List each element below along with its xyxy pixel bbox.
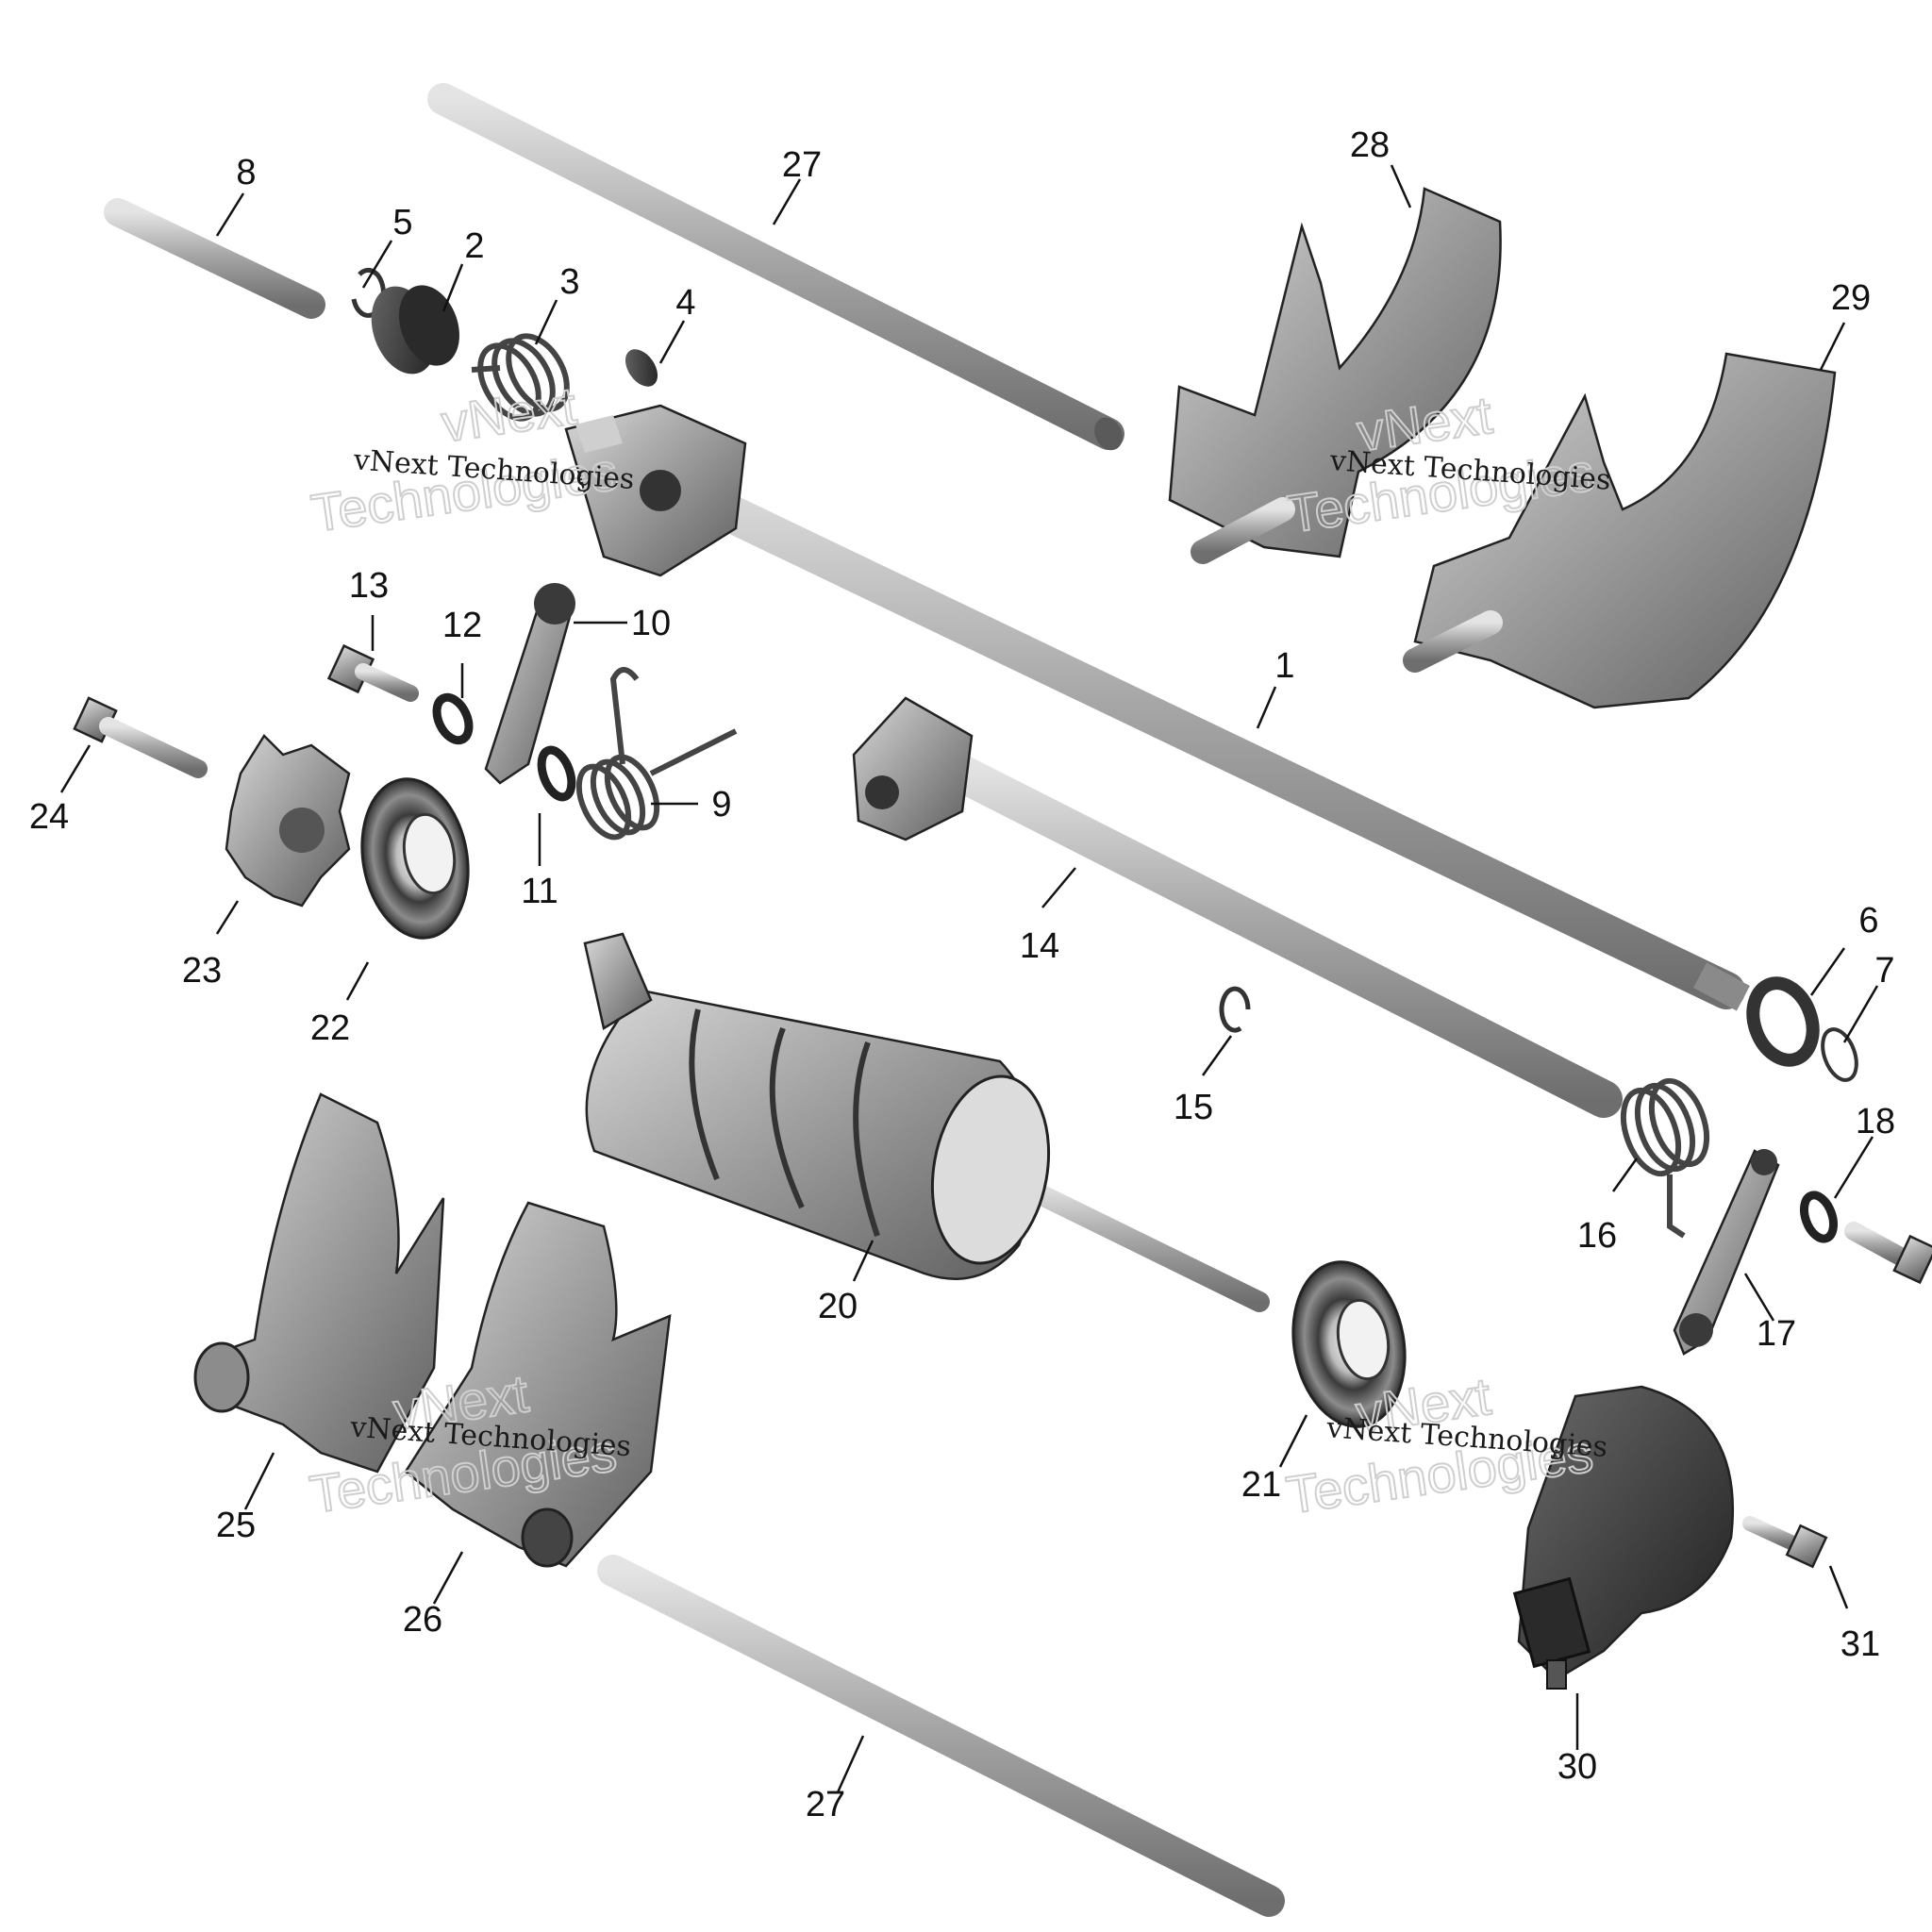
bearing-22	[360, 777, 470, 940]
callout-24: 24	[29, 797, 69, 837]
spring-16	[1620, 1077, 1710, 1239]
callout-29: 29	[1831, 278, 1871, 318]
callout-1: 1	[1274, 646, 1294, 686]
callout-labels: 1 2 3 4 5 6 7 8 9 10 11 12 13 14 15 16 1…	[29, 125, 1895, 1824]
callout-21: 21	[1241, 1465, 1281, 1505]
callout-15: 15	[1174, 1088, 1213, 1127]
callout-18: 18	[1856, 1102, 1895, 1141]
callout-8: 8	[236, 153, 256, 192]
callout-25: 25	[216, 1506, 256, 1545]
lever-10	[484, 583, 575, 785]
callout-30: 30	[1557, 1747, 1597, 1787]
bushing-2	[371, 285, 459, 375]
spring-3	[471, 333, 570, 422]
callout-10: 10	[631, 604, 671, 643]
svg-text:vNext: vNext	[438, 375, 580, 453]
callout-13: 13	[349, 566, 389, 606]
callout-23: 23	[182, 951, 222, 991]
watermark-top-left: vNext Technologies vNext Technologies	[307, 375, 635, 544]
leader-lines	[59, 164, 1879, 1793]
callout-26: 26	[403, 1600, 442, 1640]
bolt-24	[73, 696, 208, 778]
shift-fork-rod-bottom	[597, 1555, 1285, 1917]
bolt-partial	[1844, 1222, 1932, 1285]
bearing-21	[1291, 1260, 1407, 1428]
callout-7: 7	[1874, 951, 1894, 991]
callout-2: 2	[464, 226, 484, 266]
bolt-13	[326, 643, 419, 702]
circlip-15	[1219, 986, 1251, 1033]
shift-shaft-1	[564, 404, 1750, 1011]
shift-drum-20	[583, 932, 1270, 1312]
callout-14: 14	[1020, 926, 1059, 966]
washer-18	[1799, 1191, 1839, 1243]
bolt-31	[1742, 1516, 1828, 1569]
shaft-14	[852, 696, 1623, 1118]
callout-28: 28	[1350, 125, 1390, 165]
shift-fork-29	[1403, 352, 1837, 709]
callout-11: 11	[521, 872, 558, 911]
washer-11	[537, 745, 576, 802]
callout-12: 12	[442, 606, 482, 645]
washer-12	[432, 692, 474, 745]
shift-fork-25	[193, 1092, 445, 1474]
callout-4: 4	[675, 283, 695, 323]
callout-31: 31	[1840, 1624, 1880, 1664]
callout-22: 22	[310, 1008, 350, 1048]
callout-16: 16	[1577, 1216, 1617, 1256]
shift-fork-28	[1168, 187, 1502, 564]
callout-5: 5	[392, 203, 412, 242]
callout-3: 3	[559, 262, 579, 302]
callout-9: 9	[711, 785, 731, 824]
shift-fork-rod-top	[427, 83, 1124, 451]
callout-27-top: 27	[782, 145, 822, 185]
index-wheel-23	[225, 734, 351, 908]
spring-9	[575, 667, 738, 841]
key-4	[625, 349, 658, 387]
shift-fork-26	[404, 1201, 672, 1568]
position-sensor-30	[1512, 1385, 1735, 1690]
callout-20: 20	[818, 1287, 858, 1326]
pin-8	[104, 198, 325, 319]
callout-17: 17	[1757, 1314, 1796, 1354]
callout-27-bottom: 27	[806, 1785, 845, 1824]
callout-6: 6	[1858, 901, 1878, 941]
o-ring-7	[1821, 1027, 1858, 1082]
bushing-6	[1746, 976, 1820, 1067]
lever-17	[1673, 1149, 1780, 1356]
